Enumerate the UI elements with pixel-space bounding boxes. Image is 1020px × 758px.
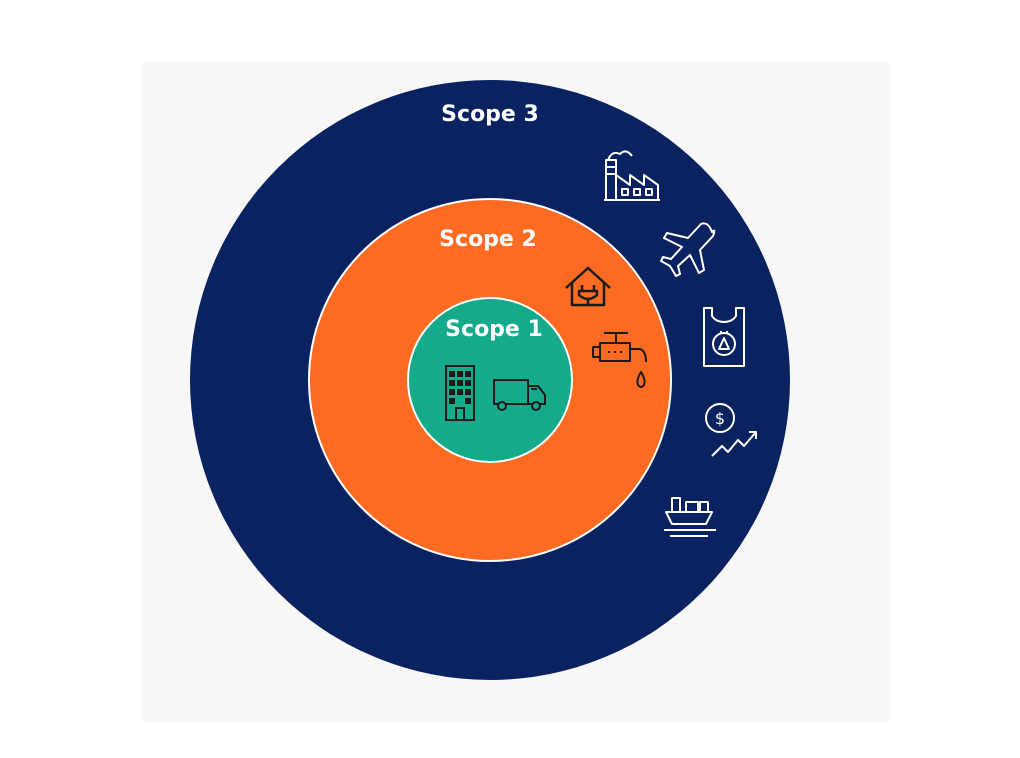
house-plug-icon (565, 266, 611, 307)
dollar-growth-icon: $ (705, 403, 757, 457)
office-building-icon (445, 365, 475, 421)
delivery-truck-icon (493, 379, 546, 411)
svg-text:$: $ (715, 409, 725, 428)
scope3-label: Scope 3 (441, 102, 539, 127)
cargo-ship-icon (664, 497, 716, 537)
scope2-label: Scope 2 (439, 227, 537, 252)
airplane-icon (660, 222, 716, 277)
scope1-label: Scope 1 (445, 317, 543, 342)
factory-icon (604, 150, 660, 201)
fuel-tap-icon (592, 332, 647, 388)
recycle-bag-icon (703, 307, 745, 367)
